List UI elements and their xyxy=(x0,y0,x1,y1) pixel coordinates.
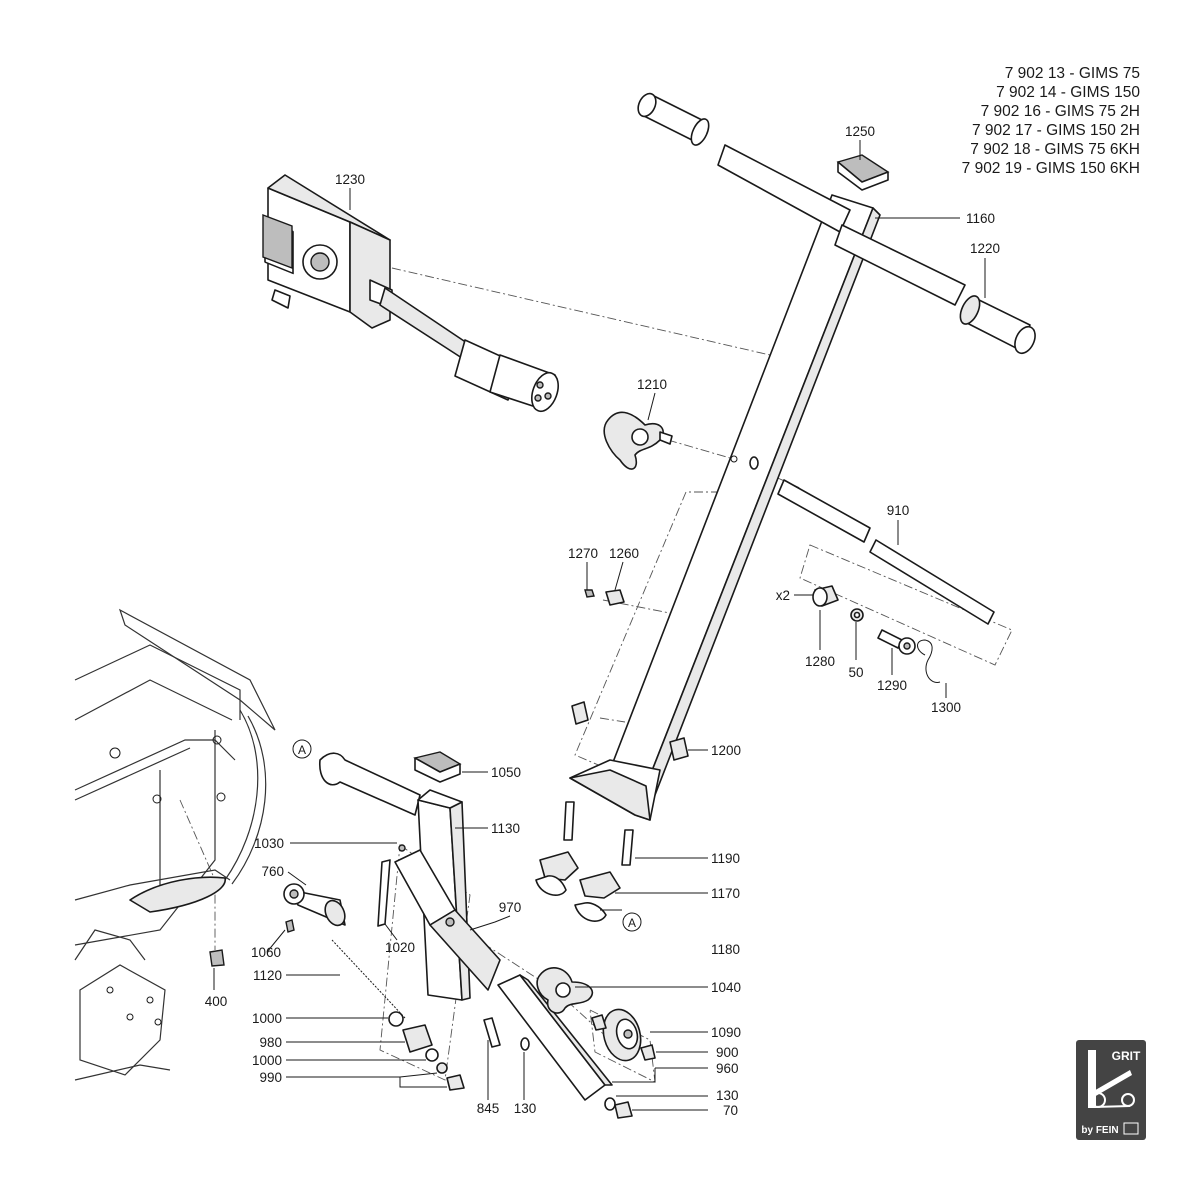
part-label-1020: 1020 xyxy=(385,940,415,955)
part-label-1050: 1050 xyxy=(491,765,521,780)
handle-frame xyxy=(569,92,1036,821)
part-label-1270: 1270 xyxy=(568,546,598,561)
pivot-arm xyxy=(483,967,633,1119)
part-label-130: 130 xyxy=(514,1101,537,1116)
part-label-1280: 1280 xyxy=(805,654,835,669)
callout-labels: 1230 1250 1160 1220 1210 910 1270 1260 x… xyxy=(205,124,1000,1118)
svg-text:A: A xyxy=(628,916,636,930)
part-label-910: 910 xyxy=(887,503,910,518)
callout-leaders xyxy=(213,140,986,1111)
model-line: 7 902 17 - GIMS 150 2H xyxy=(972,122,1140,139)
model-list: 7 902 13 - GIMS 75 7 902 14 - GIMS 150 7… xyxy=(962,65,1141,177)
model-line: 7 902 18 - GIMS 75 6KH xyxy=(970,141,1140,158)
part-label-1300: 1300 xyxy=(931,700,961,715)
part-label-1030: 1030 xyxy=(254,836,284,851)
part-label-50: 50 xyxy=(848,665,863,680)
reference-mark-a-left: A xyxy=(292,739,312,759)
axle-rod xyxy=(777,479,995,625)
part-label-1000: 1000 xyxy=(252,1011,282,1026)
part-label-980: 980 xyxy=(259,1035,282,1050)
lower-frame xyxy=(319,751,501,1001)
star-knob xyxy=(603,411,673,470)
machine-housing xyxy=(74,608,276,1081)
part-label-1060: 1060 xyxy=(251,945,281,960)
quantity-label-x2: x2 xyxy=(776,588,790,603)
part-label-1090: 1090 xyxy=(711,1025,741,1040)
part-label-1000: 1000 xyxy=(252,1053,282,1068)
tension-lever xyxy=(283,859,406,1019)
part-label-1040: 1040 xyxy=(711,980,741,995)
svg-text:A: A xyxy=(298,743,306,757)
lower-left-hardware xyxy=(209,949,465,1091)
part-label-1180: 1180 xyxy=(711,942,740,957)
model-line: 7 902 16 - GIMS 75 2H xyxy=(981,103,1140,120)
logo-tagline: by FEIN xyxy=(1081,1125,1118,1136)
part-label-1210: 1210 xyxy=(637,377,667,392)
part-label-130: 130 xyxy=(716,1088,739,1103)
logo-brand: GRIT xyxy=(1112,1049,1141,1063)
part-label-1170: 1170 xyxy=(711,886,740,901)
part-label-1160: 1160 xyxy=(966,211,995,226)
part-label-845: 845 xyxy=(477,1101,500,1116)
wheel xyxy=(591,1008,656,1062)
part-label-1200: 1200 xyxy=(711,743,741,758)
part-label-1190: 1190 xyxy=(711,851,740,866)
part-label-1290: 1290 xyxy=(877,678,907,693)
model-line: 7 902 19 - GIMS 150 6KH xyxy=(962,160,1140,177)
part-label-70: 70 xyxy=(723,1103,738,1118)
tube-plugs xyxy=(571,701,689,761)
grit-by-fein-logo: GRIT by FEIN xyxy=(1076,1040,1146,1140)
part-label-1260: 1260 xyxy=(609,546,639,561)
part-label-900: 900 xyxy=(716,1045,739,1060)
assembly-lines xyxy=(179,267,1013,1083)
switch-box xyxy=(262,174,559,413)
model-line: 7 902 13 - GIMS 75 xyxy=(1005,65,1140,82)
part-label-960: 960 xyxy=(716,1061,739,1076)
part-label-1220: 1220 xyxy=(970,241,1000,256)
adjusting-pins-and-clamps xyxy=(535,801,634,922)
reference-mark-a-right: A xyxy=(622,912,642,932)
set-screw-and-insert xyxy=(584,589,625,606)
part-label-400: 400 xyxy=(205,994,228,1009)
model-line: 7 902 14 - GIMS 150 xyxy=(996,84,1140,101)
part-label-1230: 1230 xyxy=(335,172,365,187)
part-label-1250: 1250 xyxy=(845,124,875,139)
part-label-760: 760 xyxy=(261,864,284,879)
part-label-970: 970 xyxy=(499,900,522,915)
part-label-1120: 1120 xyxy=(253,968,282,983)
part-label-990: 990 xyxy=(259,1070,282,1085)
part-label-1130: 1130 xyxy=(491,821,520,836)
hook-set xyxy=(812,585,941,683)
